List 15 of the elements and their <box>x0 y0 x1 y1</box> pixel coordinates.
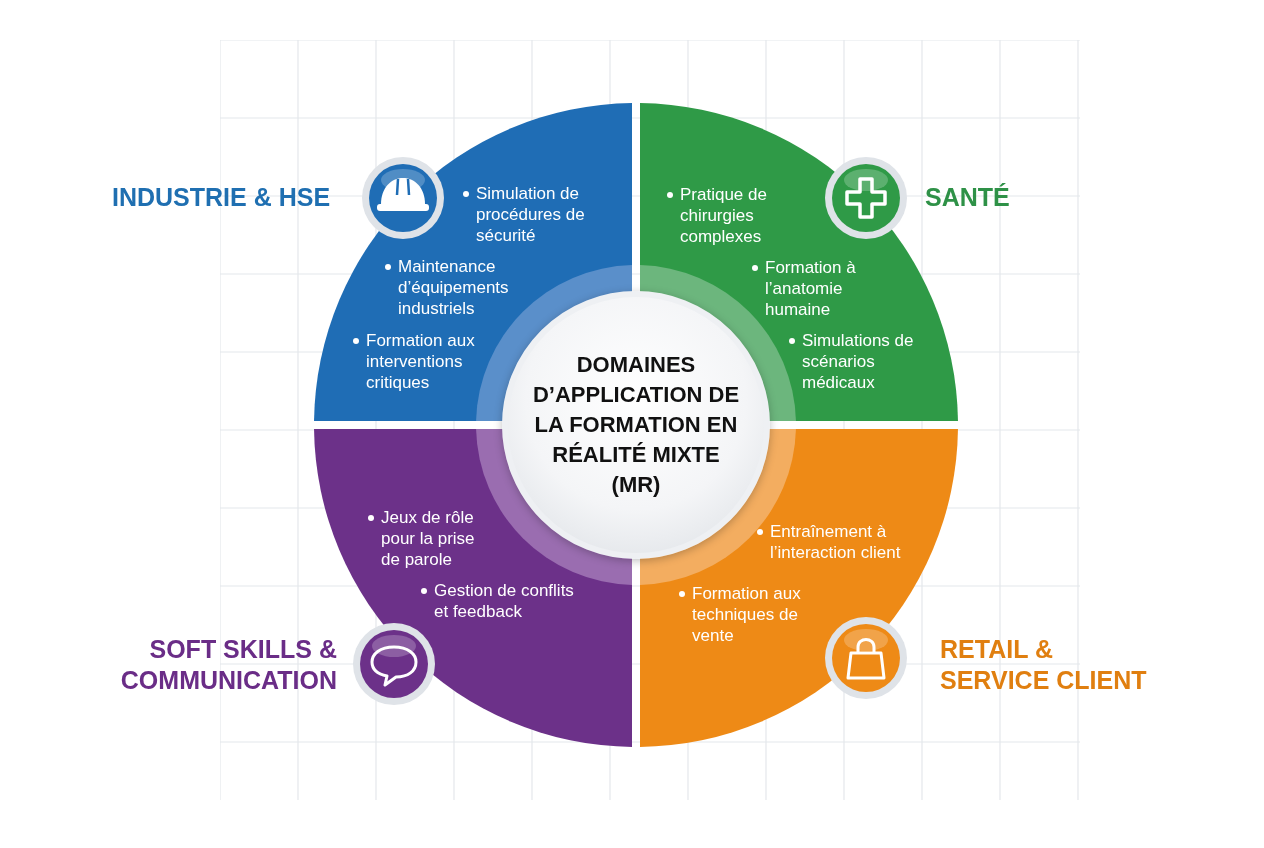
bullet-item: Maintenance d’équipements industriels <box>385 256 535 319</box>
bullet-item: Formation à l’anatomie humaine <box>752 257 882 320</box>
bullet-item: Jeux de rôle pour la prise de parole <box>368 507 493 570</box>
bullet-item: Simulation de procédures de sécurité <box>463 183 613 246</box>
category-heading: SANTÉ <box>925 182 1011 213</box>
center-title: DOMAINES D’APPLICATION DE LA FORMATION EN RÉALITÉ MIXTE (MR) <box>531 351 741 499</box>
bullet-item: Simulations de scénarios médicaux <box>789 330 934 393</box>
bullet-item: Pratique de chirurgies complexes <box>667 184 787 247</box>
bullet-item: Formation aux techniques de vente <box>679 583 819 646</box>
bullet-item: Entraînement à l’interaction client <box>757 521 927 563</box>
category-heading: INDUSTRIE & HSE <box>112 182 332 213</box>
category-heading: SOFT SKILLS & COMMUNICATION <box>119 634 337 696</box>
category-heading: RETAIL & SERVICE CLIENT <box>940 634 1148 696</box>
bullet-item: Gestion de conflits et feedback <box>421 580 581 622</box>
bullet-item: Formation aux interventions critiques <box>353 330 503 393</box>
